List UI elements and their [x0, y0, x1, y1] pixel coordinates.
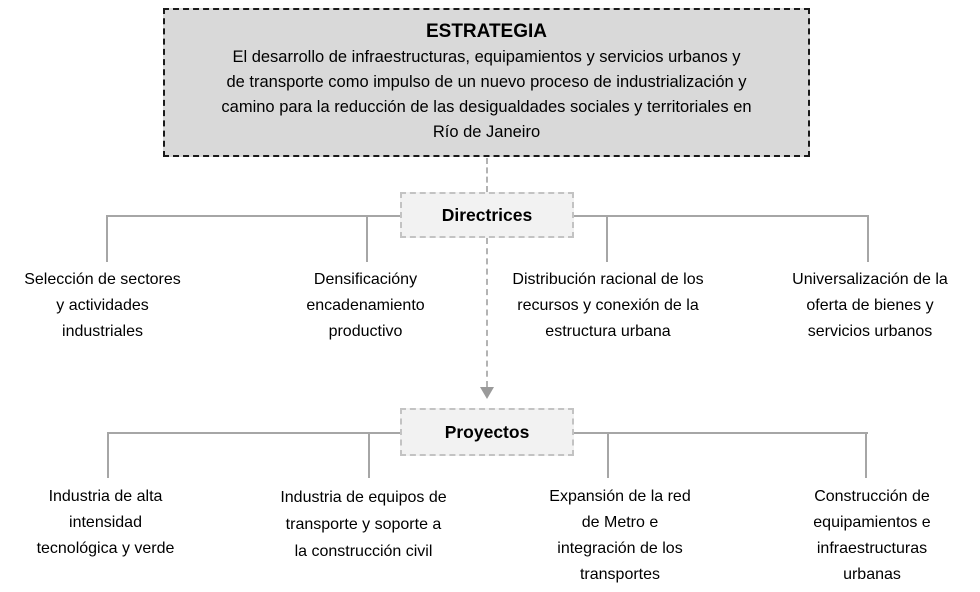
directrices-branch-drop-1	[106, 215, 108, 262]
directrices-branch-line-right	[574, 215, 869, 217]
directrices-box: Directrices	[400, 192, 574, 238]
connector-directrices-to-proyectos	[486, 238, 488, 387]
proyectos-box: Proyectos	[400, 408, 574, 456]
directrices-branch-line-left	[106, 215, 400, 217]
proyectos-label: Proyectos	[444, 422, 530, 442]
directrices-label: Directrices	[441, 205, 533, 225]
proyectos-branch-drop-2	[368, 432, 370, 478]
strategy-title: ESTRATEGIA	[425, 21, 548, 42]
arrow-down-icon	[480, 387, 494, 399]
directriz-item-4: Universalización de la oferta de bienes …	[792, 271, 948, 340]
connector-strategy-to-directrices	[486, 158, 488, 192]
directrices-branch-drop-2	[366, 215, 368, 262]
proyecto-item-3: Expansión de la red de Metro e integraci…	[549, 488, 691, 583]
directriz-item-1: Selección de sectores y actividades indu…	[24, 271, 181, 340]
proyecto-item-1: Industria de alta intensidad tecnológica…	[36, 488, 175, 557]
strategy-body-text: El desarrollo de infraestructuras, equip…	[221, 48, 752, 141]
directriz-item-3: Distribución racional de los recursos y …	[512, 271, 704, 340]
proyectos-branch-drop-3	[607, 432, 609, 478]
proyectos-branch-drop-1	[107, 432, 109, 478]
proyecto-item-4: Construcción de equipamientos e infraest…	[813, 488, 931, 583]
directrices-branch-drop-4	[867, 215, 869, 262]
proyectos-branch-line-right	[574, 432, 868, 434]
proyecto-item-2: Industria de equipos de transporte y sop…	[280, 489, 447, 560]
proyectos-branch-line-left	[107, 432, 400, 434]
directrices-branch-drop-3	[606, 215, 608, 262]
strategy-box: ESTRATEGIA El desarrollo de infraestruct…	[163, 8, 810, 157]
proyectos-branch-drop-4	[865, 432, 867, 478]
directriz-item-2: Densificacióny encadenamiento productivo	[306, 271, 425, 340]
